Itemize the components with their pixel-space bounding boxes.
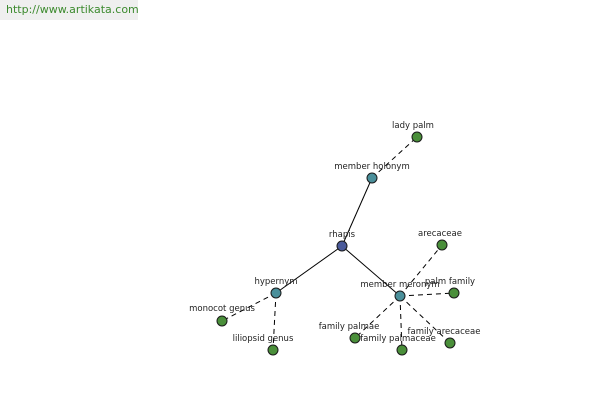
node-marker-palm-family[interactable]	[448, 287, 460, 299]
node-label-family-palmaceae[interactable]: family palmaceae	[360, 334, 436, 344]
node-marker-hypernym[interactable]	[270, 287, 282, 299]
node-rhapis[interactable]: rhapis	[329, 230, 356, 252]
node-marker-lady-palm[interactable]	[411, 131, 423, 143]
edge-hypernym-to-liliopsid-genus	[272, 292, 277, 351]
node-family-palmae[interactable]: family palmae	[319, 322, 380, 344]
source-url[interactable]: http://www.artikata.com	[0, 0, 138, 20]
node-label-palm-family[interactable]: palm family	[425, 277, 475, 287]
node-label-rhapis[interactable]: rhapis	[329, 230, 356, 240]
node-family-palmaceae[interactable]: family palmaceae	[360, 334, 436, 356]
edge-member-meronym-to-family-palmae	[354, 295, 401, 339]
edges-layer	[221, 136, 455, 351]
node-marker-family-palmae[interactable]	[349, 332, 361, 344]
node-lady-palm[interactable]: lady palm	[392, 121, 434, 143]
node-label-member-holonym[interactable]: member holonym	[334, 162, 409, 172]
edge-member-holonym-to-lady-palm	[371, 136, 418, 179]
nodes-layer: rhapis member holonym lady palm hypernym mon…	[189, 121, 481, 356]
node-label-liliopsid-genus[interactable]: liliopsid genus	[233, 334, 294, 344]
edge-member-meronym-to-family-palmaceae	[399, 295, 403, 351]
node-marker-member-meronym[interactable]	[394, 290, 406, 302]
edge-rhapis-to-hypernym	[275, 245, 343, 294]
node-label-lady-palm[interactable]: lady palm	[392, 121, 434, 131]
edge-member-meronym-to-arecaceae	[399, 244, 443, 297]
node-arecaceae[interactable]: arecaceae	[418, 229, 462, 251]
node-marker-family-arecaceae[interactable]	[444, 337, 456, 349]
edge-member-meronym-to-family-arecaceae	[399, 295, 451, 344]
node-member-holonym[interactable]: member holonym	[334, 162, 410, 184]
node-marker-monocot-genus[interactable]	[216, 315, 228, 327]
edge-hypernym-to-monocot-genus	[221, 292, 277, 322]
node-monocot-genus[interactable]: monocot genus	[189, 304, 255, 327]
node-hypernym[interactable]: hypernym	[254, 277, 298, 299]
node-marker-family-palmaceae[interactable]	[396, 344, 408, 356]
node-family-arecaceae[interactable]: family arecaceae	[408, 327, 481, 349]
node-label-arecaceae[interactable]: arecaceae	[418, 229, 462, 239]
edge-rhapis-to-member-meronym	[341, 245, 401, 297]
node-marker-member-holonym[interactable]	[366, 172, 378, 184]
node-label-member-meronym[interactable]: member meronym	[360, 280, 439, 290]
node-liliopsid-genus[interactable]: liliopsid genus	[233, 334, 294, 356]
node-marker-rhapis[interactable]	[336, 240, 348, 252]
node-marker-liliopsid-genus[interactable]	[267, 344, 279, 356]
node-label-hypernym[interactable]: hypernym	[254, 277, 297, 287]
node-palm-family[interactable]: palm family	[425, 277, 475, 299]
edge-rhapis-to-member-holonym	[341, 177, 373, 247]
node-label-family-palmae[interactable]: family palmae	[319, 322, 380, 332]
node-member-meronym[interactable]: member meronym	[360, 280, 440, 302]
node-marker-arecaceae[interactable]	[436, 239, 448, 251]
edge-member-meronym-to-palm-family	[399, 292, 455, 297]
node-label-family-arecaceae[interactable]: family arecaceae	[408, 327, 481, 337]
node-label-monocot-genus[interactable]: monocot genus	[189, 304, 255, 314]
